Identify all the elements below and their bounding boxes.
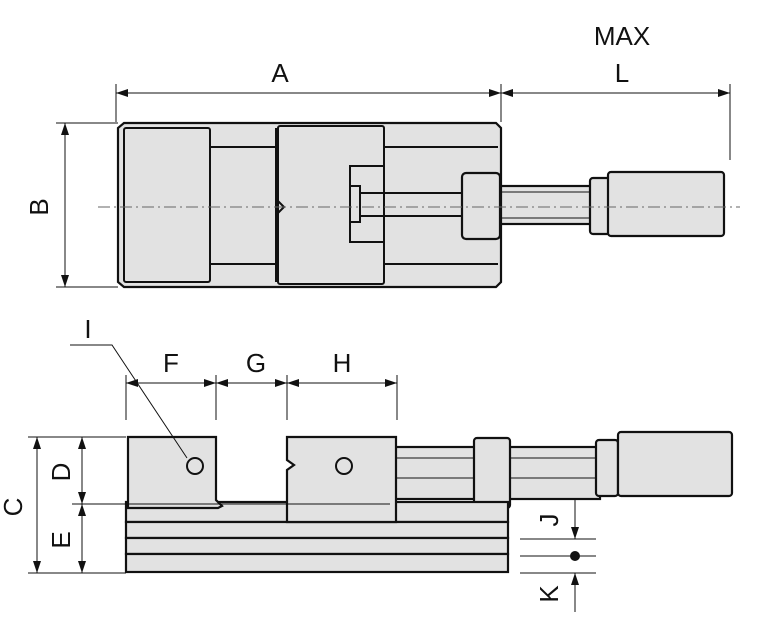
side-base-lower: [124, 536, 510, 556]
label-a: A: [271, 58, 289, 88]
side-screw-nut: [472, 436, 512, 510]
j-k-reference-dot: [570, 551, 580, 561]
side-hole-moving: [335, 457, 353, 475]
dim-fgh: F G H: [125, 348, 398, 420]
side-moving-jaw: [285, 435, 398, 524]
label-i: I: [84, 314, 91, 344]
label-h: H: [333, 348, 352, 378]
top-screw-nut: [460, 171, 502, 241]
label-e: E: [46, 531, 76, 548]
label-k: K: [534, 585, 564, 603]
label-b: B: [24, 198, 54, 215]
label-max: MAX: [594, 21, 650, 51]
side-hole-fixed: [186, 457, 204, 475]
top-handle: [606, 170, 726, 238]
label-j: J: [534, 514, 564, 527]
label-c: C: [0, 498, 28, 517]
top-vise-body: [116, 121, 503, 289]
label-d: D: [46, 463, 76, 482]
top-moving-jaw: [277, 125, 385, 285]
dim-jk: J K: [520, 500, 596, 612]
side-base-bottom: [124, 552, 510, 574]
dim-cde: C D E: [0, 436, 390, 574]
side-fixed-jaw: [126, 435, 224, 510]
top-fixed-jaw: [123, 127, 211, 283]
dim-l-max: MAX L: [501, 21, 731, 160]
label-l: L: [615, 58, 629, 88]
dim-a: A: [115, 58, 502, 122]
label-f: F: [163, 348, 179, 378]
side-base-middle: [124, 520, 510, 540]
top-view: [98, 121, 740, 289]
leader-i: I: [70, 314, 188, 459]
side-handle: [616, 430, 734, 498]
dim-b: B: [24, 122, 118, 288]
label-g: G: [246, 348, 266, 378]
side-view: [124, 430, 734, 574]
side-handle-collar: [594, 438, 620, 498]
